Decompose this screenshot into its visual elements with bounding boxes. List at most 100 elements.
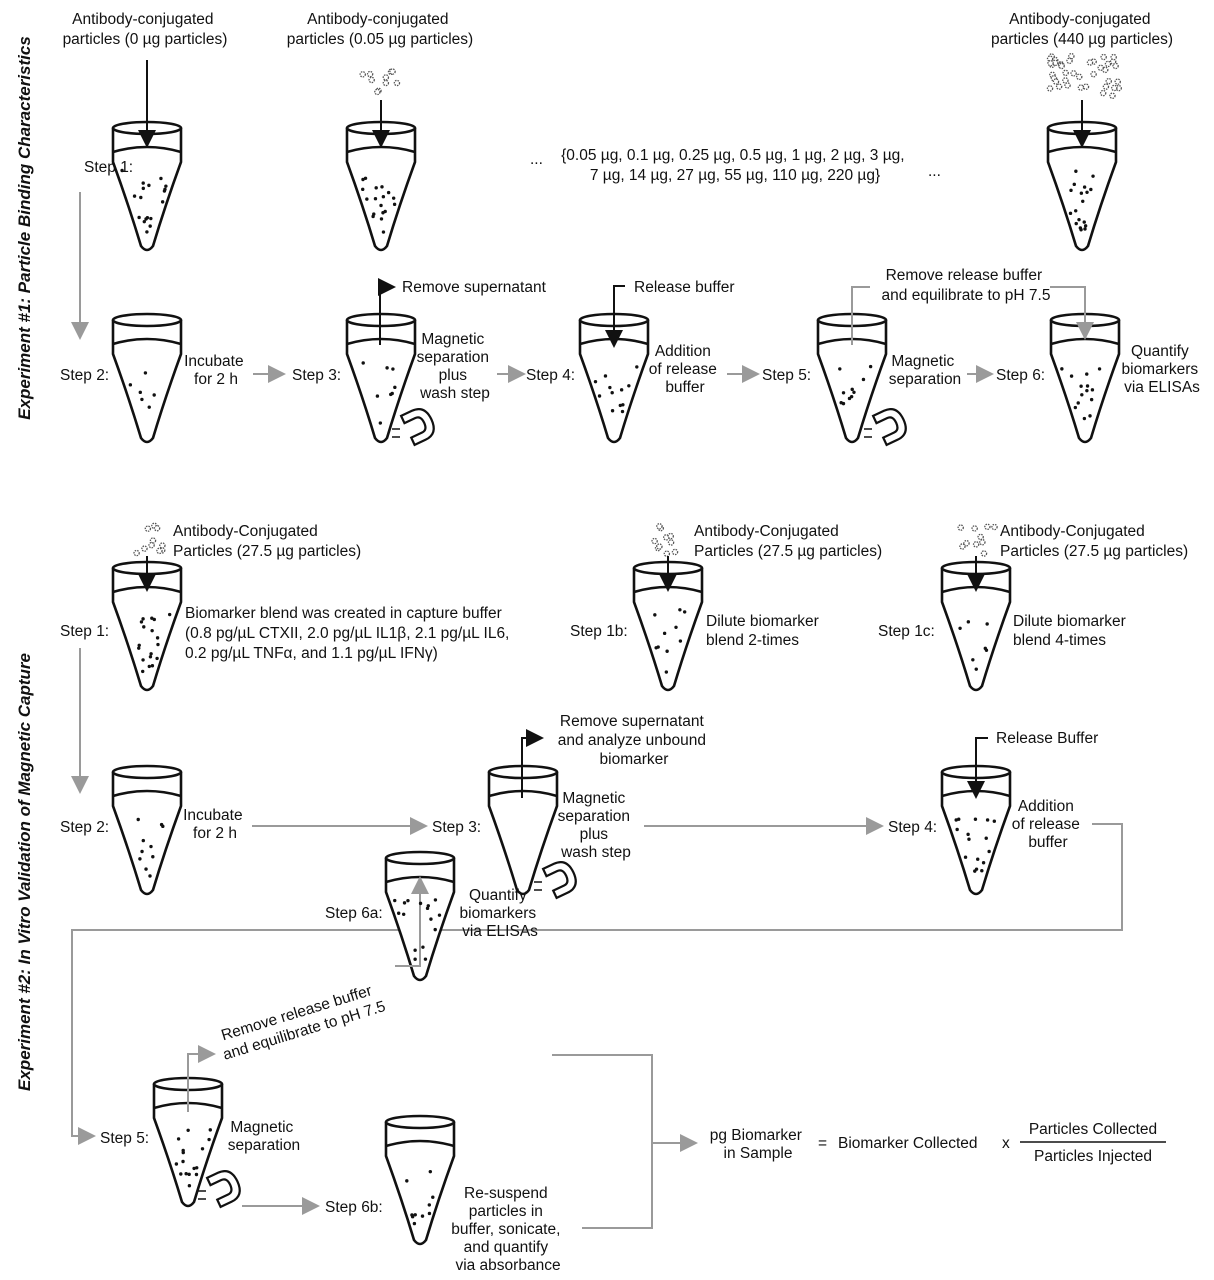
particle-dot	[176, 1137, 181, 1141]
particle-dot	[120, 168, 124, 173]
equation-lhs: pg Biomarker in Sample	[710, 1127, 807, 1162]
particle-dot	[148, 224, 152, 228]
particle-dot	[147, 183, 151, 188]
particle	[980, 550, 988, 557]
particle-dot	[1074, 169, 1078, 173]
particle-dots	[120, 168, 1102, 1226]
particle-dot	[1085, 388, 1089, 393]
particle-dot	[966, 620, 971, 624]
particle-dot	[1083, 224, 1088, 228]
particle-dot	[167, 612, 172, 617]
particle	[382, 74, 390, 81]
particle	[977, 533, 984, 541]
particle-dot	[138, 390, 142, 395]
particle-dot	[144, 217, 148, 221]
particle-dot	[385, 366, 389, 370]
particle-dot	[1069, 374, 1074, 378]
particle	[972, 541, 980, 548]
particle-dot	[208, 1128, 212, 1132]
particle-dot	[137, 215, 141, 220]
particle-dot	[973, 869, 977, 873]
particle-dot	[984, 836, 988, 840]
particle-dot	[148, 655, 153, 659]
particle	[1110, 53, 1117, 61]
particle	[359, 71, 366, 78]
particle-dot	[149, 216, 153, 221]
particle	[1102, 83, 1110, 90]
particle-dot	[653, 613, 657, 617]
particle-dot	[433, 927, 437, 932]
particle	[159, 542, 166, 549]
particle-dot	[194, 1172, 199, 1177]
particle-dot	[980, 869, 984, 873]
e2-step6a-label: Step 6a:	[325, 905, 383, 922]
particle-dot	[593, 379, 598, 384]
particle-dot	[1085, 384, 1090, 388]
particle-dot	[985, 622, 989, 626]
e2-step2-label: Step 2:	[60, 819, 109, 836]
particle-dot	[373, 197, 378, 201]
particle	[656, 543, 663, 550]
particle-dot	[142, 219, 146, 224]
equation-numerator: Particles Collected	[1029, 1121, 1157, 1138]
particle-dot	[428, 1169, 433, 1174]
e1-remove-supernatant: Remove supernatant	[402, 279, 547, 296]
particle-dot	[150, 628, 154, 633]
e1-ellipsis-right: ...	[928, 163, 941, 180]
particle-dot	[149, 652, 153, 656]
e2-step5-label: Step 5:	[100, 1130, 149, 1147]
particle	[141, 545, 148, 552]
tubeC-title: Antibody-conjugated particles (440 µg pa…	[991, 11, 1173, 48]
particle	[382, 79, 390, 87]
particle-dot	[381, 230, 386, 234]
particle-dot	[375, 394, 380, 398]
particle-dot	[603, 374, 608, 378]
particle-dot	[627, 384, 631, 388]
particle-dot	[379, 203, 383, 208]
e2-remove-release: Remove release buffer and equilibrate to…	[215, 980, 387, 1064]
particle-dot	[140, 397, 144, 402]
particle-dot	[420, 1214, 425, 1218]
particle-dot	[406, 898, 410, 903]
e2-addition-release: Addition of release buffer	[1012, 798, 1084, 851]
particle-dot	[144, 867, 148, 871]
particle-dot	[429, 917, 433, 921]
particle-dot	[186, 1128, 190, 1133]
particle-dot	[413, 1213, 417, 1217]
particle-dot	[1079, 191, 1084, 195]
particle-dot	[985, 818, 990, 822]
particle-dot	[1090, 388, 1095, 392]
particle-dot	[393, 385, 397, 390]
particle-dot	[412, 1221, 417, 1226]
particle	[144, 525, 152, 532]
particle-dot	[413, 948, 417, 952]
particle-dot	[974, 667, 978, 671]
particle	[366, 70, 374, 78]
e2-particles-title-a: Antibody-Conjugated Particles (27.5 µg p…	[173, 523, 361, 560]
particle-dot	[187, 1184, 192, 1188]
particle-dot	[618, 403, 623, 408]
particle-dot	[992, 819, 997, 823]
particle-dot	[973, 817, 978, 821]
particle-dot	[155, 656, 159, 661]
particle	[1062, 77, 1069, 84]
e2-step1c-label: Step 1c:	[878, 623, 935, 640]
particle-dot	[374, 186, 378, 190]
particle	[1046, 85, 1054, 92]
particle-dot	[433, 898, 438, 902]
particle-dot	[981, 861, 986, 865]
particle-dot	[619, 388, 624, 392]
e1-quantify: Quantify biomarkers via ELISAs	[1122, 343, 1203, 396]
particle	[1109, 92, 1116, 99]
e2-release-buffer: Release Buffer	[996, 730, 1098, 747]
particle	[979, 538, 986, 546]
e1-step4-label: Step 4:	[526, 367, 575, 384]
particle	[1047, 59, 1054, 67]
particle-dot	[161, 824, 165, 829]
particle-dot	[378, 421, 383, 425]
e2-dilute2: Dilute biomarker blend 2-times	[706, 613, 823, 649]
e2-resuspend: Re-suspend particles in buffer, sonicate…	[451, 1185, 564, 1274]
e1-step2-label: Step 2:	[60, 367, 109, 384]
e2-step1-label: Step 1:	[60, 623, 109, 640]
